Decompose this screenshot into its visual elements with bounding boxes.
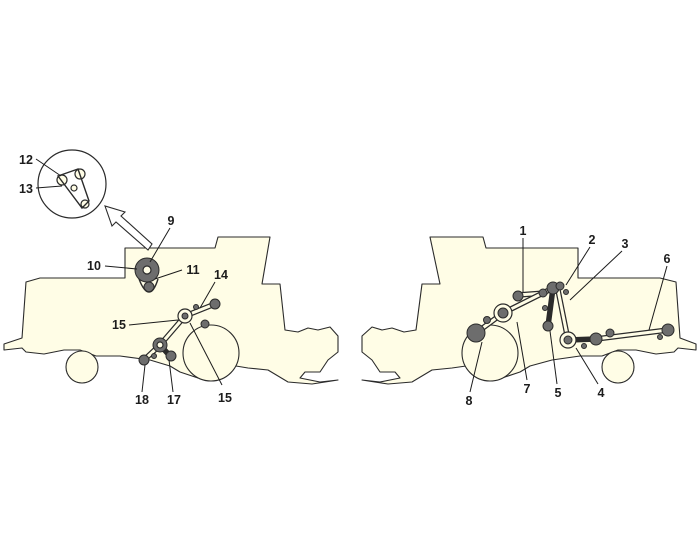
leader-15a [128, 319, 179, 326]
left-pulley-small-a [200, 319, 210, 329]
right-pulley-5b [542, 305, 548, 311]
left-rear-wheel [65, 350, 99, 384]
left-pulley-17-hub [156, 341, 164, 349]
right-belt-6a-in [594, 328, 670, 341]
leader-9 [149, 227, 171, 263]
right-pulley-1b [538, 288, 548, 298]
right-pulley-6a [605, 328, 615, 338]
right-pulley-1a [512, 290, 524, 302]
left-front-wheel [182, 324, 240, 382]
callout-labels: 9 10 11 14 15 15 17 18 12 13 1 2 3 4 5 6… [19, 153, 670, 408]
right-pulley-6c [657, 334, 663, 340]
callout-17: 17 [167, 393, 181, 407]
right-pulley-4-hub [563, 335, 573, 345]
leader-13 [35, 185, 63, 189]
leader-15b [189, 322, 223, 386]
leader-4 [575, 347, 599, 385]
callout-15a: 15 [112, 318, 126, 332]
leader-18 [141, 364, 146, 393]
right-pulley-4c [581, 343, 587, 349]
detail-inset [37, 149, 153, 251]
left-engine-hub [142, 265, 152, 275]
right-pulley-2c [563, 289, 569, 295]
callout-7: 7 [524, 382, 531, 396]
right-pulley-7-hub [497, 307, 509, 319]
callout-18: 18 [135, 393, 149, 407]
leader-17 [168, 359, 174, 393]
left-engine-belt [138, 278, 159, 293]
detail-arrow-icon [104, 205, 153, 251]
callout-13: 13 [19, 182, 33, 196]
callout-2: 2 [589, 233, 596, 247]
leader-5 [549, 330, 558, 385]
leader-7 [516, 321, 528, 381]
callout-10: 10 [87, 259, 101, 273]
left-pulley-small-c [151, 353, 157, 359]
right-pulley-8 [466, 323, 486, 343]
leader-8 [469, 341, 483, 393]
left-header-outline [3, 236, 339, 385]
callout-14: 14 [214, 268, 228, 282]
detail-inset-circle [37, 149, 107, 219]
callout-11: 11 [186, 263, 199, 277]
leader-2 [565, 246, 591, 286]
callout-3: 3 [622, 237, 629, 251]
right-pulley-4b [589, 332, 603, 346]
leader-12 [35, 158, 62, 177]
leader-14 [199, 281, 216, 309]
right-pulley-5 [542, 320, 554, 332]
left-pulley-beater-hub [181, 312, 189, 320]
callout-12: 12 [19, 153, 33, 167]
left-pulley-14 [209, 298, 221, 310]
right-side-view [361, 236, 697, 385]
detail-pulley-small [70, 184, 78, 192]
callout-1: 1 [520, 224, 527, 238]
left-pulley-small-b [193, 304, 199, 310]
callout-4: 4 [598, 386, 605, 400]
left-pulley-17b [165, 350, 177, 362]
right-rear-wheel [601, 350, 635, 384]
right-pulley-6b [661, 323, 675, 337]
right-pulley-2b [555, 281, 565, 291]
leader-6 [648, 265, 668, 331]
left-side-view [3, 236, 339, 385]
callout-5: 5 [555, 386, 562, 400]
callout-6: 6 [664, 252, 671, 266]
callout-15b: 15 [218, 391, 232, 405]
callout-8: 8 [466, 394, 473, 408]
leader-10 [104, 265, 138, 270]
leader-3 [569, 250, 623, 301]
leader-11 [154, 269, 183, 280]
leader-lines [35, 158, 668, 393]
callout-9: 9 [168, 214, 175, 228]
right-pulley-small [483, 316, 491, 324]
right-body-outline [361, 236, 697, 385]
detail-pulley-bottom [80, 199, 90, 209]
left-pulley-18 [138, 354, 150, 366]
detail-belt [56, 168, 90, 210]
